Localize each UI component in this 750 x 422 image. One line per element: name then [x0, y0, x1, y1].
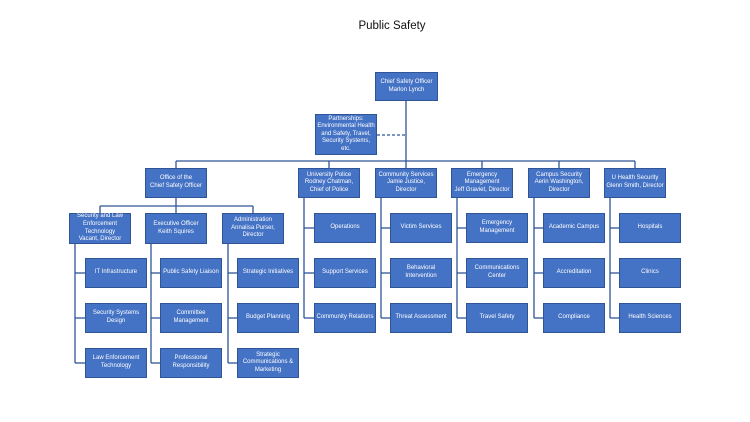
division-u-health-security: U Health Security Glenn Smith, Director: [604, 168, 666, 198]
division-emergency-management: Emergency Management Jeff Graviet, Direc…: [451, 168, 513, 198]
division-office-chief-safety-officer: Office of the Chief Safety Officer: [145, 168, 207, 198]
sub-unit-box: Professional Responsibility: [160, 348, 222, 378]
unit-administration: Administration Annalisa Purser, Director: [222, 213, 284, 244]
sub-unit-box: Strategic Initiatives: [237, 258, 299, 288]
partnerships-box: Partnerships: Environmental Health and S…: [315, 114, 377, 155]
division-university-police: University Police Rodney Chatman, Chief …: [298, 168, 360, 198]
sub-unit-box: Academic Campus: [543, 213, 605, 243]
sub-unit-box: Travel Safety: [466, 303, 528, 333]
sub-unit-box: Compliance: [543, 303, 605, 333]
sub-unit-box: Public Safety Liaison: [160, 258, 222, 288]
unit-security-law-enforcement-technology: Security and Law Enforcement Technology …: [69, 213, 131, 244]
sub-unit-box: Budget Planning: [237, 303, 299, 333]
sub-unit-box: Communications Center: [466, 258, 528, 288]
sub-unit-box: Accreditation: [543, 258, 605, 288]
sub-unit-box: Victim Services: [390, 213, 452, 243]
sub-unit-box: Threat Assessment: [390, 303, 452, 333]
sub-unit-box: Community Relations: [314, 303, 376, 333]
sub-unit-box: Health Sciences: [619, 303, 681, 333]
unit-executive-officer: Executive Officer Keith Squires: [145, 213, 207, 244]
sub-unit-box: Law Enforcement Technology: [85, 348, 147, 378]
sub-unit-box: Strategic Communications & Marketing: [237, 348, 299, 378]
sub-unit-box: Emergency Management: [466, 213, 528, 243]
sub-unit-box: Behavioral Intervention: [390, 258, 452, 288]
sub-unit-box: Clinics: [619, 258, 681, 288]
sub-unit-box: Hospitals: [619, 213, 681, 243]
chief-safety-officer-box: Chief Safety Officer Marlon Lynch: [375, 72, 438, 101]
sub-unit-box: IT Infrastructure: [85, 258, 147, 288]
division-campus-security: Campus Security Aerin Washington, Direct…: [528, 168, 590, 198]
division-community-services: Community Services Jamie Justice, Direct…: [375, 168, 437, 198]
sub-unit-box: Operations: [314, 213, 376, 243]
sub-unit-box: Support Services: [314, 258, 376, 288]
chart-title: Public Safety: [358, 20, 426, 32]
sub-unit-box: Committee Management: [160, 303, 222, 333]
sub-unit-box: Security Systems Design: [85, 303, 147, 333]
